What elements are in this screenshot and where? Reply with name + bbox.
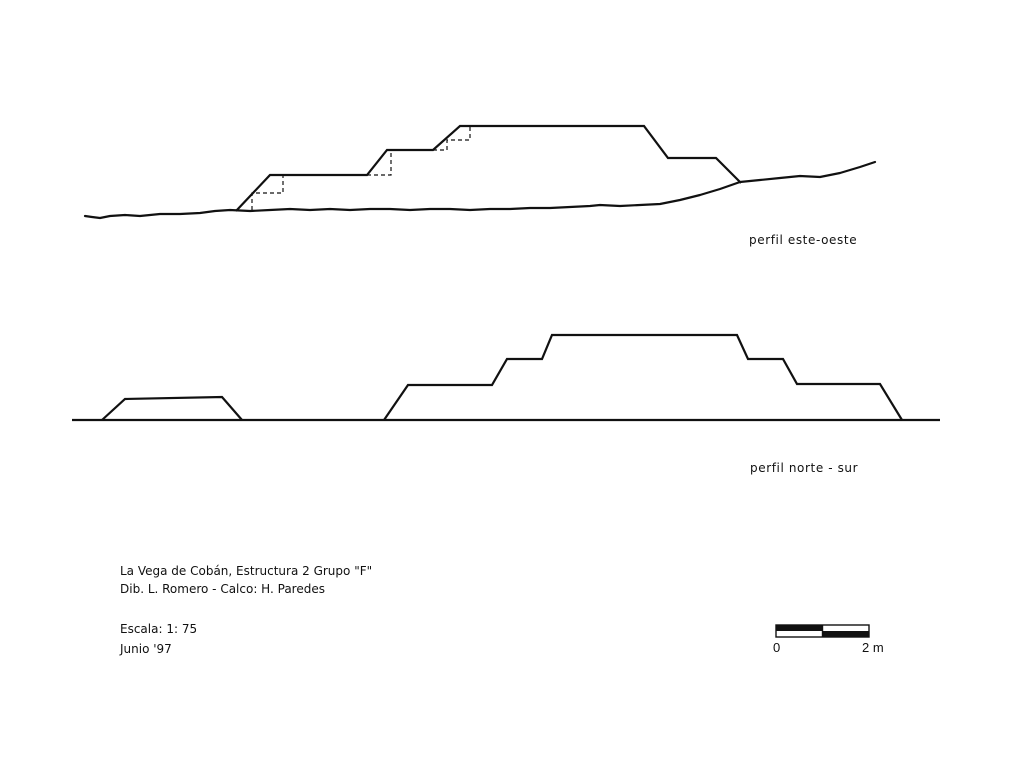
scale-bar-end-label: 2 m: [862, 640, 884, 655]
credits-line: Dib. L. Romero - Calco: H. Paredes: [120, 582, 325, 596]
scale-bar-start-label: 0: [773, 640, 781, 655]
scale-text: Escala: 1: 75: [120, 622, 198, 636]
scale-bar: [775, 624, 870, 638]
north-south-profile-label: perfil norte - sur: [750, 461, 859, 475]
structure-outline-east-west: [235, 124, 742, 212]
ground-line-east-west: [83, 160, 877, 220]
structure-outline-north-south: [383, 333, 903, 421]
east-west-profile-label: perfil este-oeste: [749, 233, 858, 247]
dashed-construction-lines: [251, 126, 471, 210]
site-title: La Vega de Cobán, Estructura 2 Grupo "F": [120, 564, 373, 578]
small-mound-outline: [101, 395, 243, 421]
date-text: Junio '97: [120, 642, 172, 656]
